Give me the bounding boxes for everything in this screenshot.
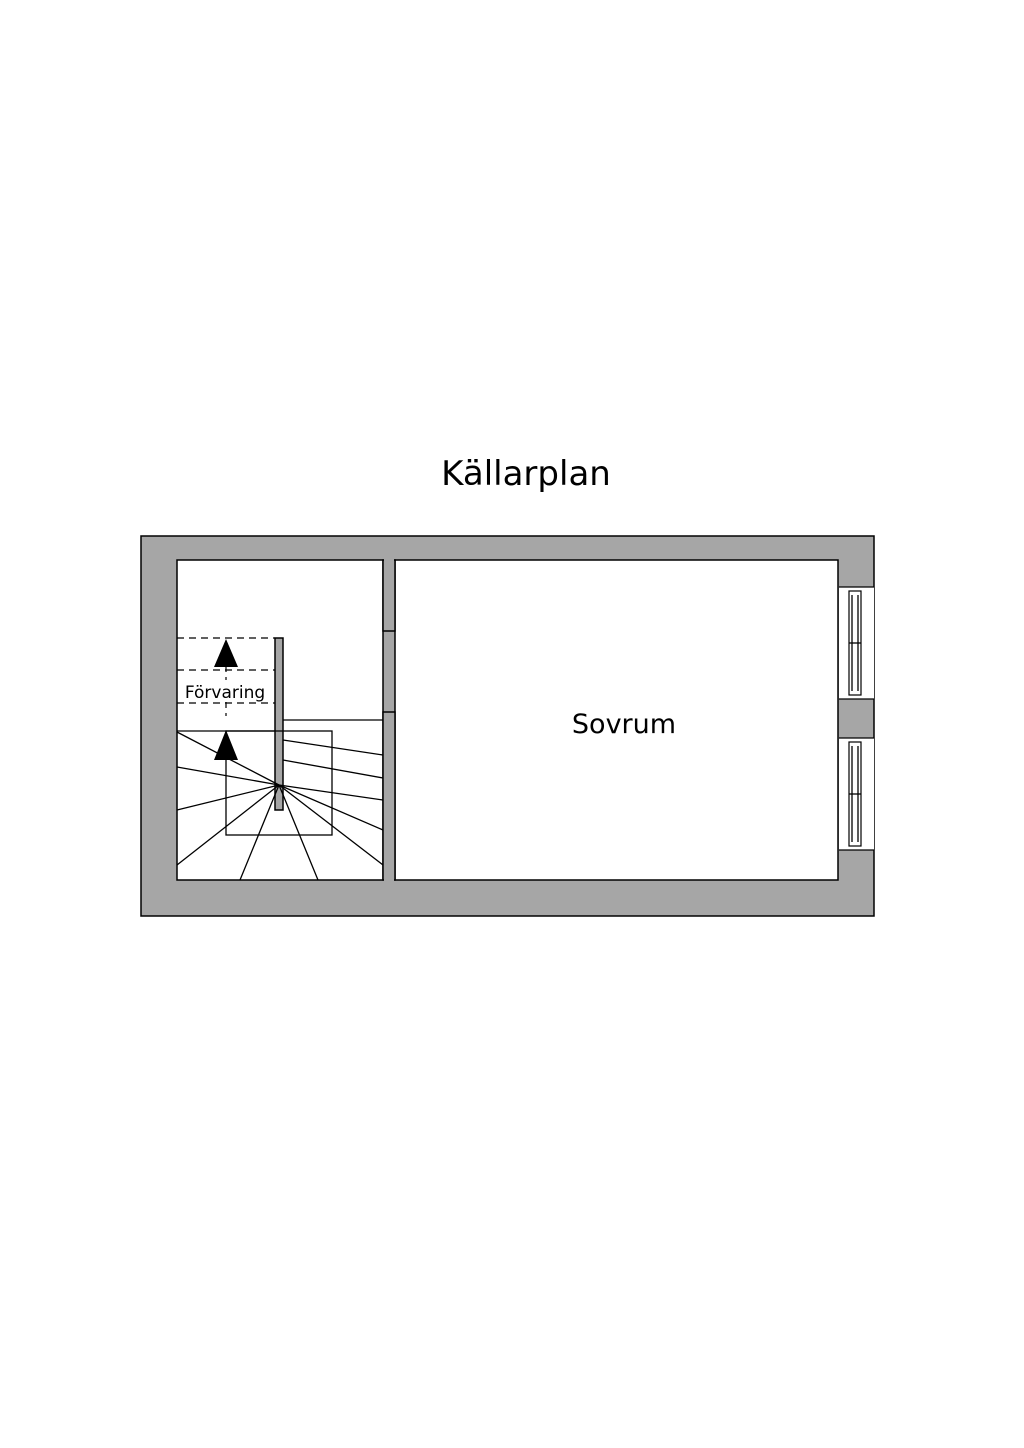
staircase (176, 637, 384, 881)
storage-label: Förvaring (185, 683, 265, 703)
stair-arrow-upper-icon (214, 639, 238, 667)
plan-title: Källarplan (441, 454, 611, 494)
window-lower (839, 737, 874, 851)
partition-wall (382, 557, 396, 883)
window-upper (839, 586, 874, 700)
outer-walls (140, 535, 875, 917)
bedroom-label: Sovrum (572, 709, 676, 740)
stair-arrow-lower-icon (214, 730, 238, 760)
